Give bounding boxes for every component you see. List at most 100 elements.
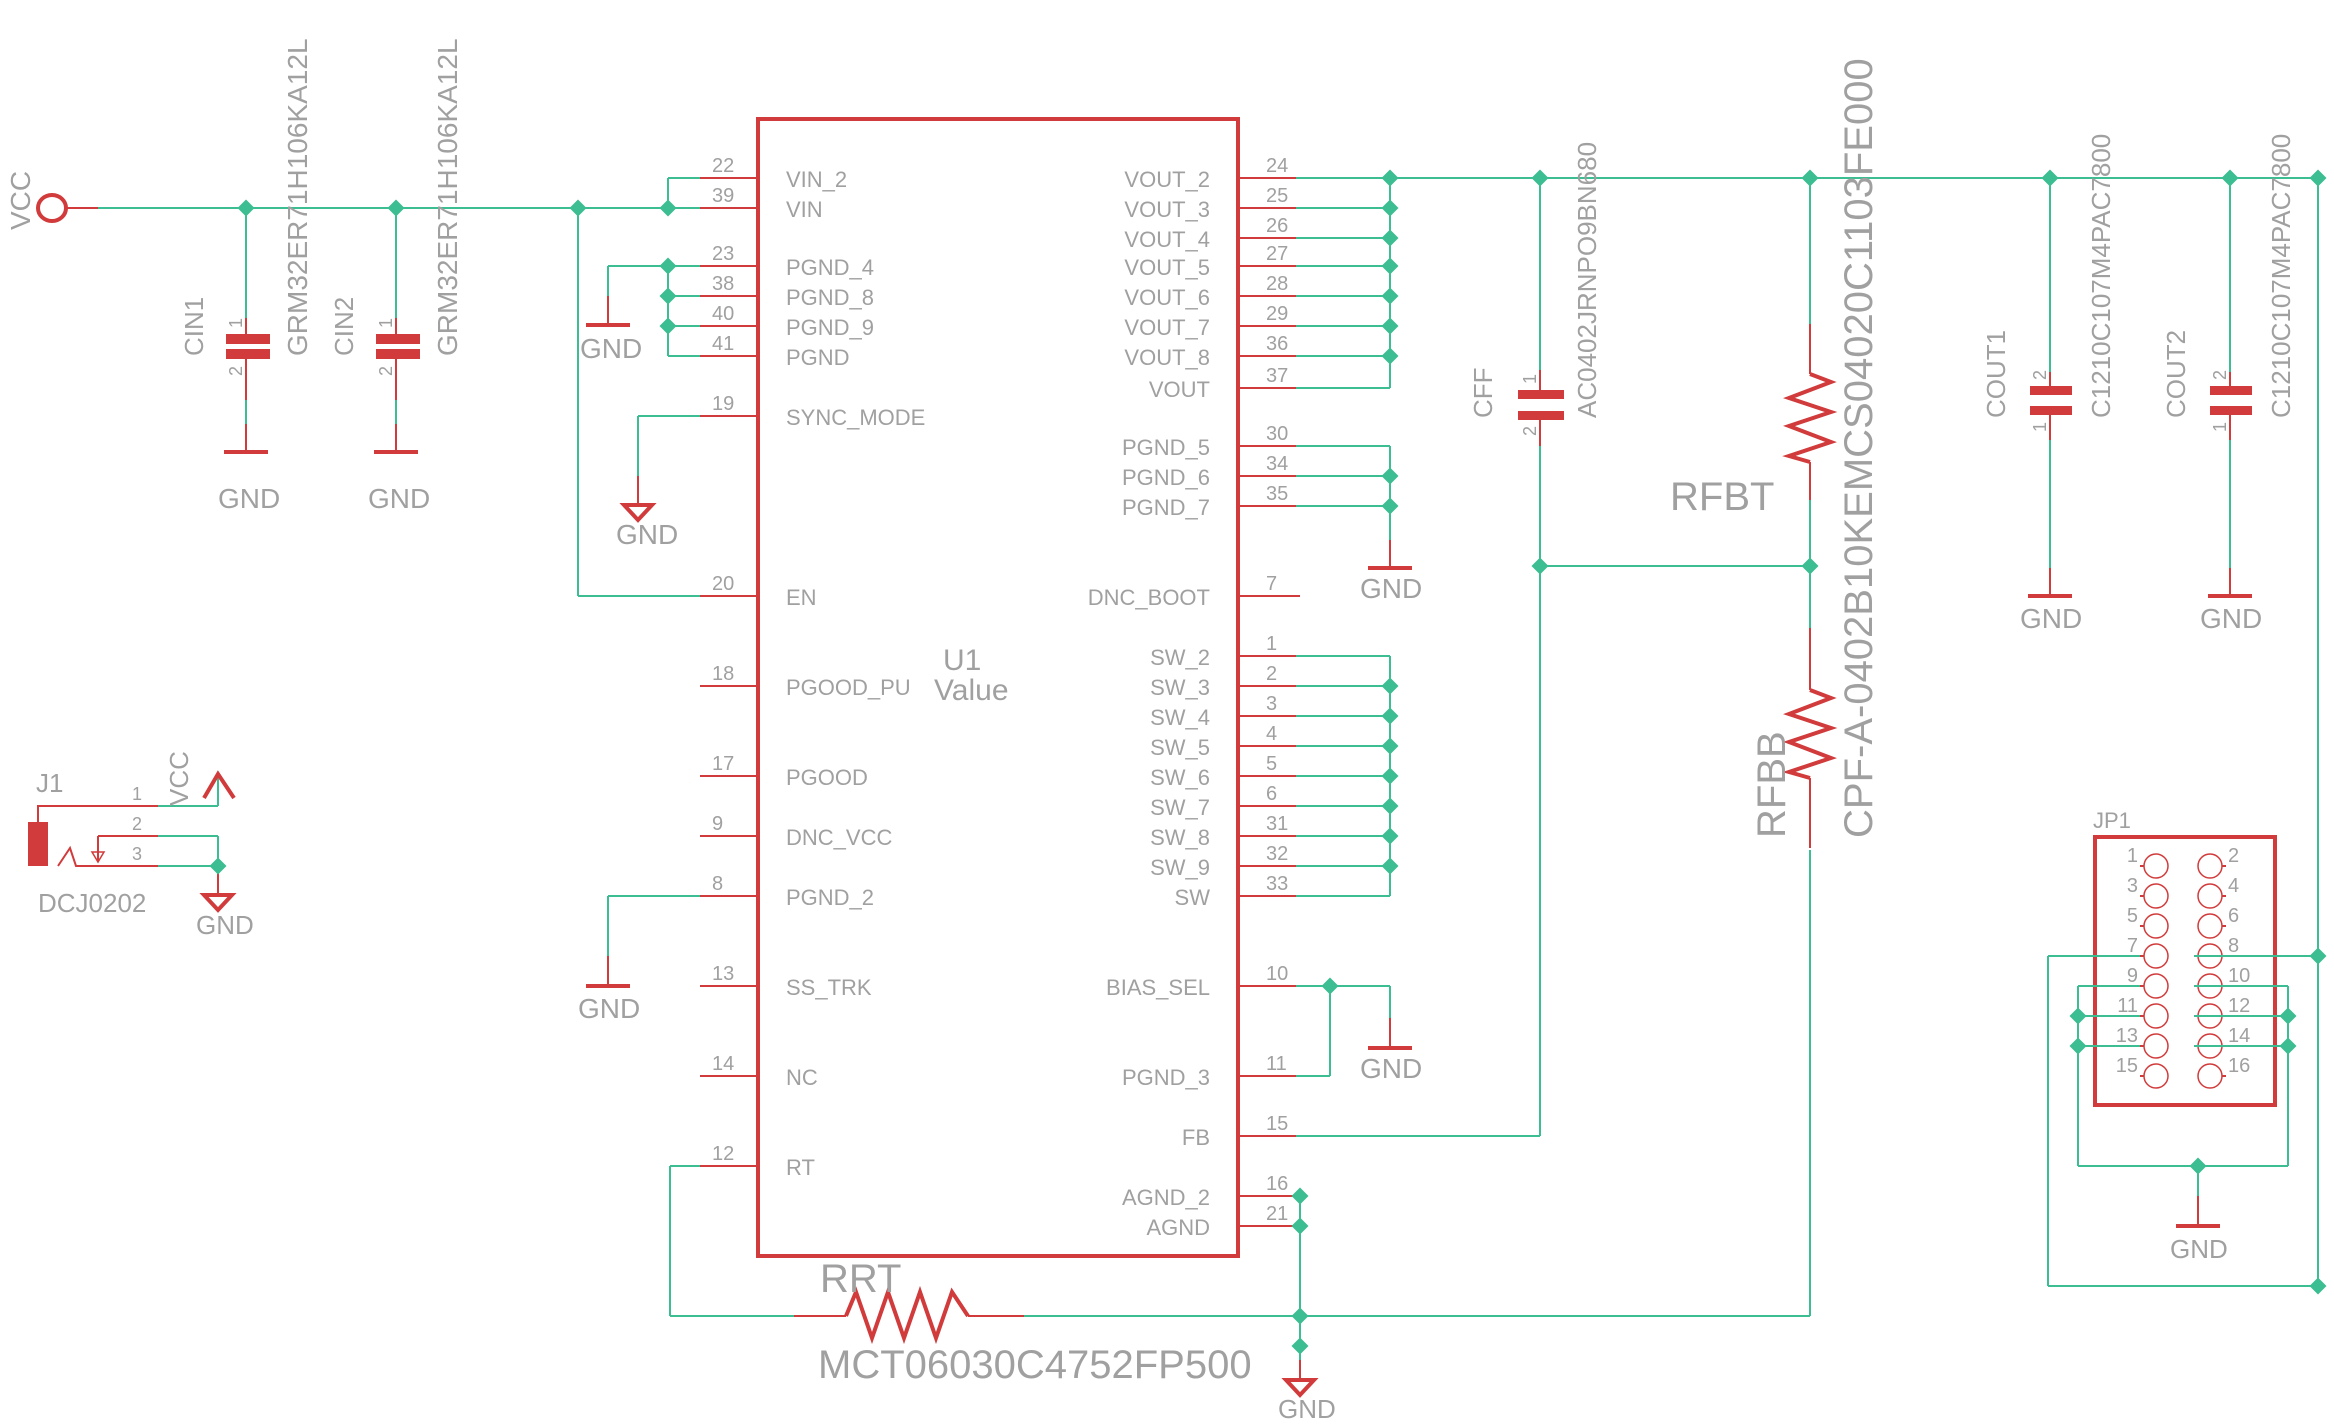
- connector-j1[interactable]: J1 VCC 1 2 3 DCJ0202 GND: [28, 751, 254, 940]
- capacitor-cout2[interactable]: GND COUT2 2 1 C1210C107M4PAC7800: [2161, 134, 2296, 634]
- jp1-pin-15[interactable]: 15: [2116, 1055, 2169, 1089]
- svg-text:1: 1: [2210, 422, 2230, 432]
- capacitor-cin1[interactable]: GND CIN1 1 2 GRM32ER71H106KA12L: [179, 38, 313, 514]
- vin-net[interactable]: [98, 177, 700, 597]
- u1-pin-sw-4[interactable]: 3SW_4: [1150, 693, 1296, 730]
- pgnd-right-net[interactable]: GND: [1296, 445, 1422, 604]
- pin-number: 32: [1266, 843, 1288, 865]
- jp1-pin-5[interactable]: 5: [2127, 905, 2169, 939]
- resistor-zigzag-icon: [1782, 372, 1838, 464]
- jp1-pin-16[interactable]: 16: [2197, 1055, 2250, 1089]
- capacitor-plate-icon: [1518, 411, 1564, 420]
- jp1-pin-13[interactable]: 13: [2116, 1025, 2169, 1059]
- jp1-pin-2[interactable]: 2: [2197, 845, 2239, 879]
- jp1-pin-4[interactable]: 4: [2197, 875, 2239, 909]
- sync-gnd-net[interactable]: GND: [616, 415, 700, 550]
- agnd-net[interactable]: GND: [1024, 850, 1811, 1424]
- capacitor-plate-icon: [376, 349, 420, 359]
- pin-label: SW_2: [1150, 645, 1210, 670]
- jp1-pin-1[interactable]: 1: [2127, 845, 2169, 879]
- junction-icon: [1381, 677, 1399, 695]
- pin-label: SYNC_MODE: [786, 405, 925, 430]
- bias-net[interactable]: GND: [1296, 977, 1422, 1084]
- u1-pin-sw-7[interactable]: 6SW_7: [1150, 783, 1296, 820]
- pin-number: 33: [1266, 873, 1288, 895]
- jp1-pin-10[interactable]: 10: [2197, 965, 2250, 999]
- jp1-pin-14[interactable]: 14: [2197, 1025, 2250, 1059]
- jp1-pin-11[interactable]: 11: [2117, 995, 2169, 1029]
- u1-pin-sw-2[interactable]: 1SW_2: [1150, 633, 1296, 670]
- pin-label: SS_TRK: [786, 975, 872, 1000]
- rrt-value: MCT06030C4752FP500: [818, 1343, 1252, 1387]
- u1-pin-sw-6[interactable]: 5SW_6: [1150, 753, 1296, 790]
- capacitor-cff[interactable]: CFF 1 2 AC0402JRNPO9BN680: [1468, 142, 1602, 566]
- resistor-rfbb[interactable]: RFBB: [1750, 566, 1838, 848]
- cout2-name: COUT2: [2161, 330, 2191, 418]
- capacitor-cout1[interactable]: GND COUT1 2 1 C1210C107M4PAC7800: [1981, 134, 2116, 634]
- pin-label: VOUT: [1149, 377, 1210, 402]
- sw-net[interactable]: [1296, 655, 1399, 897]
- pgnd-left-net[interactable]: GND: [580, 257, 700, 364]
- pin-number: 8: [712, 873, 723, 895]
- u1-pin-sw-5[interactable]: 4SW_5: [1150, 723, 1296, 760]
- resistor-rrt[interactable]: RRT MCT06030C4752FP500: [669, 1165, 1252, 1387]
- resistor-rfbt[interactable]: RFBT CPF-A-0402B10KEMCS04020C1103FE000: [1670, 58, 1881, 838]
- pin-pad-icon: [2143, 883, 2169, 909]
- pin-label: EN: [786, 585, 817, 610]
- jp1-pin-7[interactable]: 7: [2127, 935, 2169, 969]
- j1-name: J1: [36, 768, 63, 798]
- jp1-pin-12[interactable]: 12: [2197, 995, 2250, 1029]
- pin-number: 25: [1266, 185, 1288, 207]
- pin-number: 12: [2228, 995, 2250, 1017]
- vcc-port[interactable]: VCC: [5, 171, 98, 230]
- jp1-pin-3[interactable]: 3: [2127, 875, 2169, 909]
- jp1-pin-8[interactable]: 8: [2197, 935, 2239, 969]
- svg-text:GND: GND: [196, 910, 254, 940]
- pin-label: PGND_6: [1122, 465, 1210, 490]
- u1-pin-sw-3[interactable]: 2SW_3: [1150, 663, 1296, 700]
- capacitor-cin2[interactable]: GND CIN2 1 2 GRM32ER71H106KA12L: [329, 38, 463, 514]
- jp1-pin-6[interactable]: 6: [2197, 905, 2239, 939]
- pgnd2-net[interactable]: GND: [578, 895, 700, 1024]
- pin-label: PGND_4: [786, 255, 874, 280]
- jp1-pin-9[interactable]: 9: [2127, 965, 2169, 999]
- svg-text:2: 2: [226, 366, 246, 376]
- ic-u1[interactable]: U1 Value 22VIN_239VIN23PGND_438PGND_840P…: [700, 117, 1300, 1258]
